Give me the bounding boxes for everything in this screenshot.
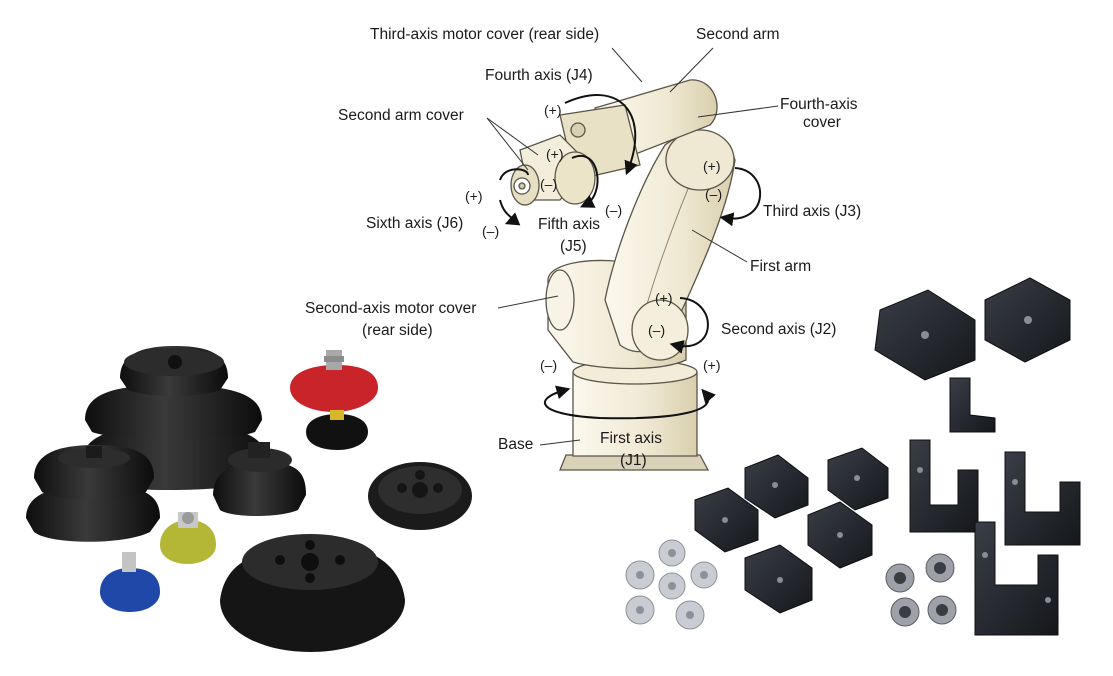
j6-rotation-arrow xyxy=(499,168,529,222)
bracket-u-2 xyxy=(1004,451,1081,546)
label-third-axis: Third axis (J3) xyxy=(763,203,862,220)
label-fourth-axis-cover-line1: Fourth-axis xyxy=(780,96,858,113)
label-fourth-axis: Fourth axis (J4) xyxy=(485,67,593,84)
label-first-arm: First arm xyxy=(750,258,812,275)
yellow-cup xyxy=(160,512,216,564)
sign-j2-minus: (–) xyxy=(648,322,666,338)
suction-cups xyxy=(26,346,472,652)
bracket-u-3 xyxy=(974,521,1059,636)
sign-j6-minus: (–) xyxy=(482,223,500,239)
sign-j1-minus: (–) xyxy=(540,357,558,373)
j3-rotation-arrow xyxy=(719,167,761,227)
rotation-arrows xyxy=(499,94,761,420)
red-cup xyxy=(290,350,378,450)
sign-j4-minus: (–) xyxy=(605,202,623,218)
sign-j5-plus: (+) xyxy=(546,146,564,162)
sign-j3-minus: (–) xyxy=(705,186,723,202)
blue-cup xyxy=(100,552,160,612)
label-fourth-axis-cover-line2: cover xyxy=(803,114,841,131)
sign-j5-minus: (–) xyxy=(540,176,558,192)
large-flat-cup xyxy=(220,534,405,652)
sign-j3-plus: (+) xyxy=(703,158,721,174)
bracket-u-1 xyxy=(909,439,979,533)
servo-hubs xyxy=(625,539,718,630)
label-second-axis-motor-cover-line2: (rear side) xyxy=(362,322,433,339)
flat-disc-cup xyxy=(368,462,472,530)
j5-rotation-arrow xyxy=(571,154,599,208)
left-bellows-cup xyxy=(26,445,160,542)
label-second-axis-motor-cover-line1: Second-axis motor cover xyxy=(305,300,477,317)
sign-j4-plus: (+) xyxy=(544,102,562,118)
label-first-axis-line2: (J1) xyxy=(620,452,647,469)
middle-bellows-cup xyxy=(213,442,306,516)
j4-rotation-arrow xyxy=(564,94,638,176)
servo-brackets xyxy=(694,277,1081,636)
bracket-l xyxy=(949,377,996,433)
label-fifth-axis-line2: (J5) xyxy=(560,238,587,255)
label-second-arm: Second arm xyxy=(696,26,780,43)
label-second-axis: Second axis (J2) xyxy=(721,321,837,338)
sign-j1-plus: (+) xyxy=(703,357,721,373)
sign-j2-plus: (+) xyxy=(655,290,673,306)
label-third-axis-motor-cover: Third-axis motor cover (rear side) xyxy=(370,26,600,43)
label-sixth-axis: Sixth axis (J6) xyxy=(366,215,464,232)
bearings xyxy=(885,553,957,627)
j2-rotation-arrow xyxy=(669,297,709,354)
leader-lines xyxy=(486,47,779,446)
label-second-arm-cover: Second arm cover xyxy=(338,107,464,124)
label-fifth-axis-line1: Fifth axis xyxy=(538,216,601,233)
sign-j6-plus: (+) xyxy=(465,188,483,204)
label-base: Base xyxy=(498,436,534,453)
label-first-axis-line1: First axis xyxy=(600,430,662,447)
robot-arm xyxy=(510,79,736,471)
j1-rotation-arrow xyxy=(543,385,716,420)
